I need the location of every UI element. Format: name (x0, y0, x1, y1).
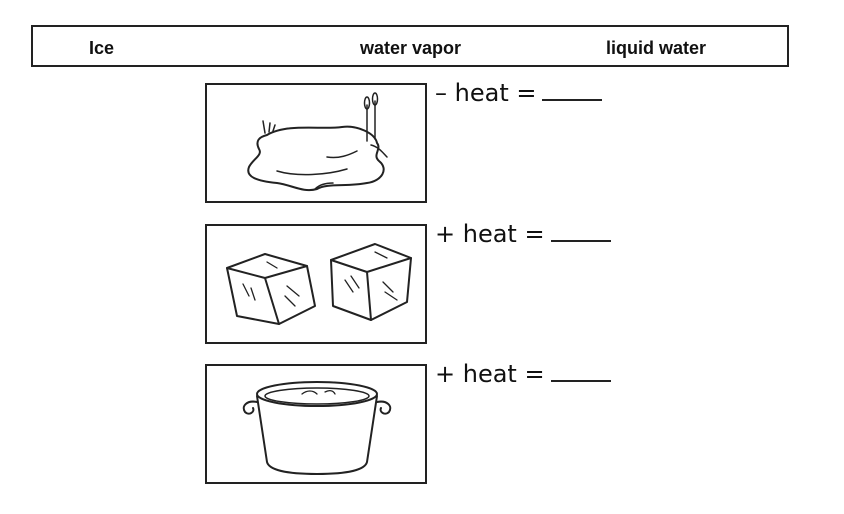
word-ice: Ice (89, 38, 115, 58)
answer-blank[interactable] (550, 220, 611, 242)
pot-picture (205, 364, 427, 484)
equation-plus-heat-1: + heat = (435, 220, 611, 248)
word-water-vapor: water vapor (360, 38, 462, 58)
equation-text: + heat = (435, 220, 545, 248)
answer-blank[interactable] (550, 360, 611, 382)
equation-plus-heat-2: + heat = (435, 360, 611, 388)
equation-minus-heat: – heat = (435, 79, 603, 107)
equation-text: + heat = (435, 360, 545, 388)
puddle-icon (247, 92, 388, 192)
ice-cubes-picture (205, 224, 427, 344)
word-liquid-water: liquid water (606, 38, 707, 58)
equation-text: – heat = (435, 79, 537, 107)
ice-cubes-icon (226, 243, 412, 325)
word-bank: Ice water vapor liquid water (31, 25, 789, 67)
puddle-picture (205, 83, 427, 203)
answer-blank[interactable] (542, 79, 603, 101)
pot-icon (242, 381, 392, 475)
